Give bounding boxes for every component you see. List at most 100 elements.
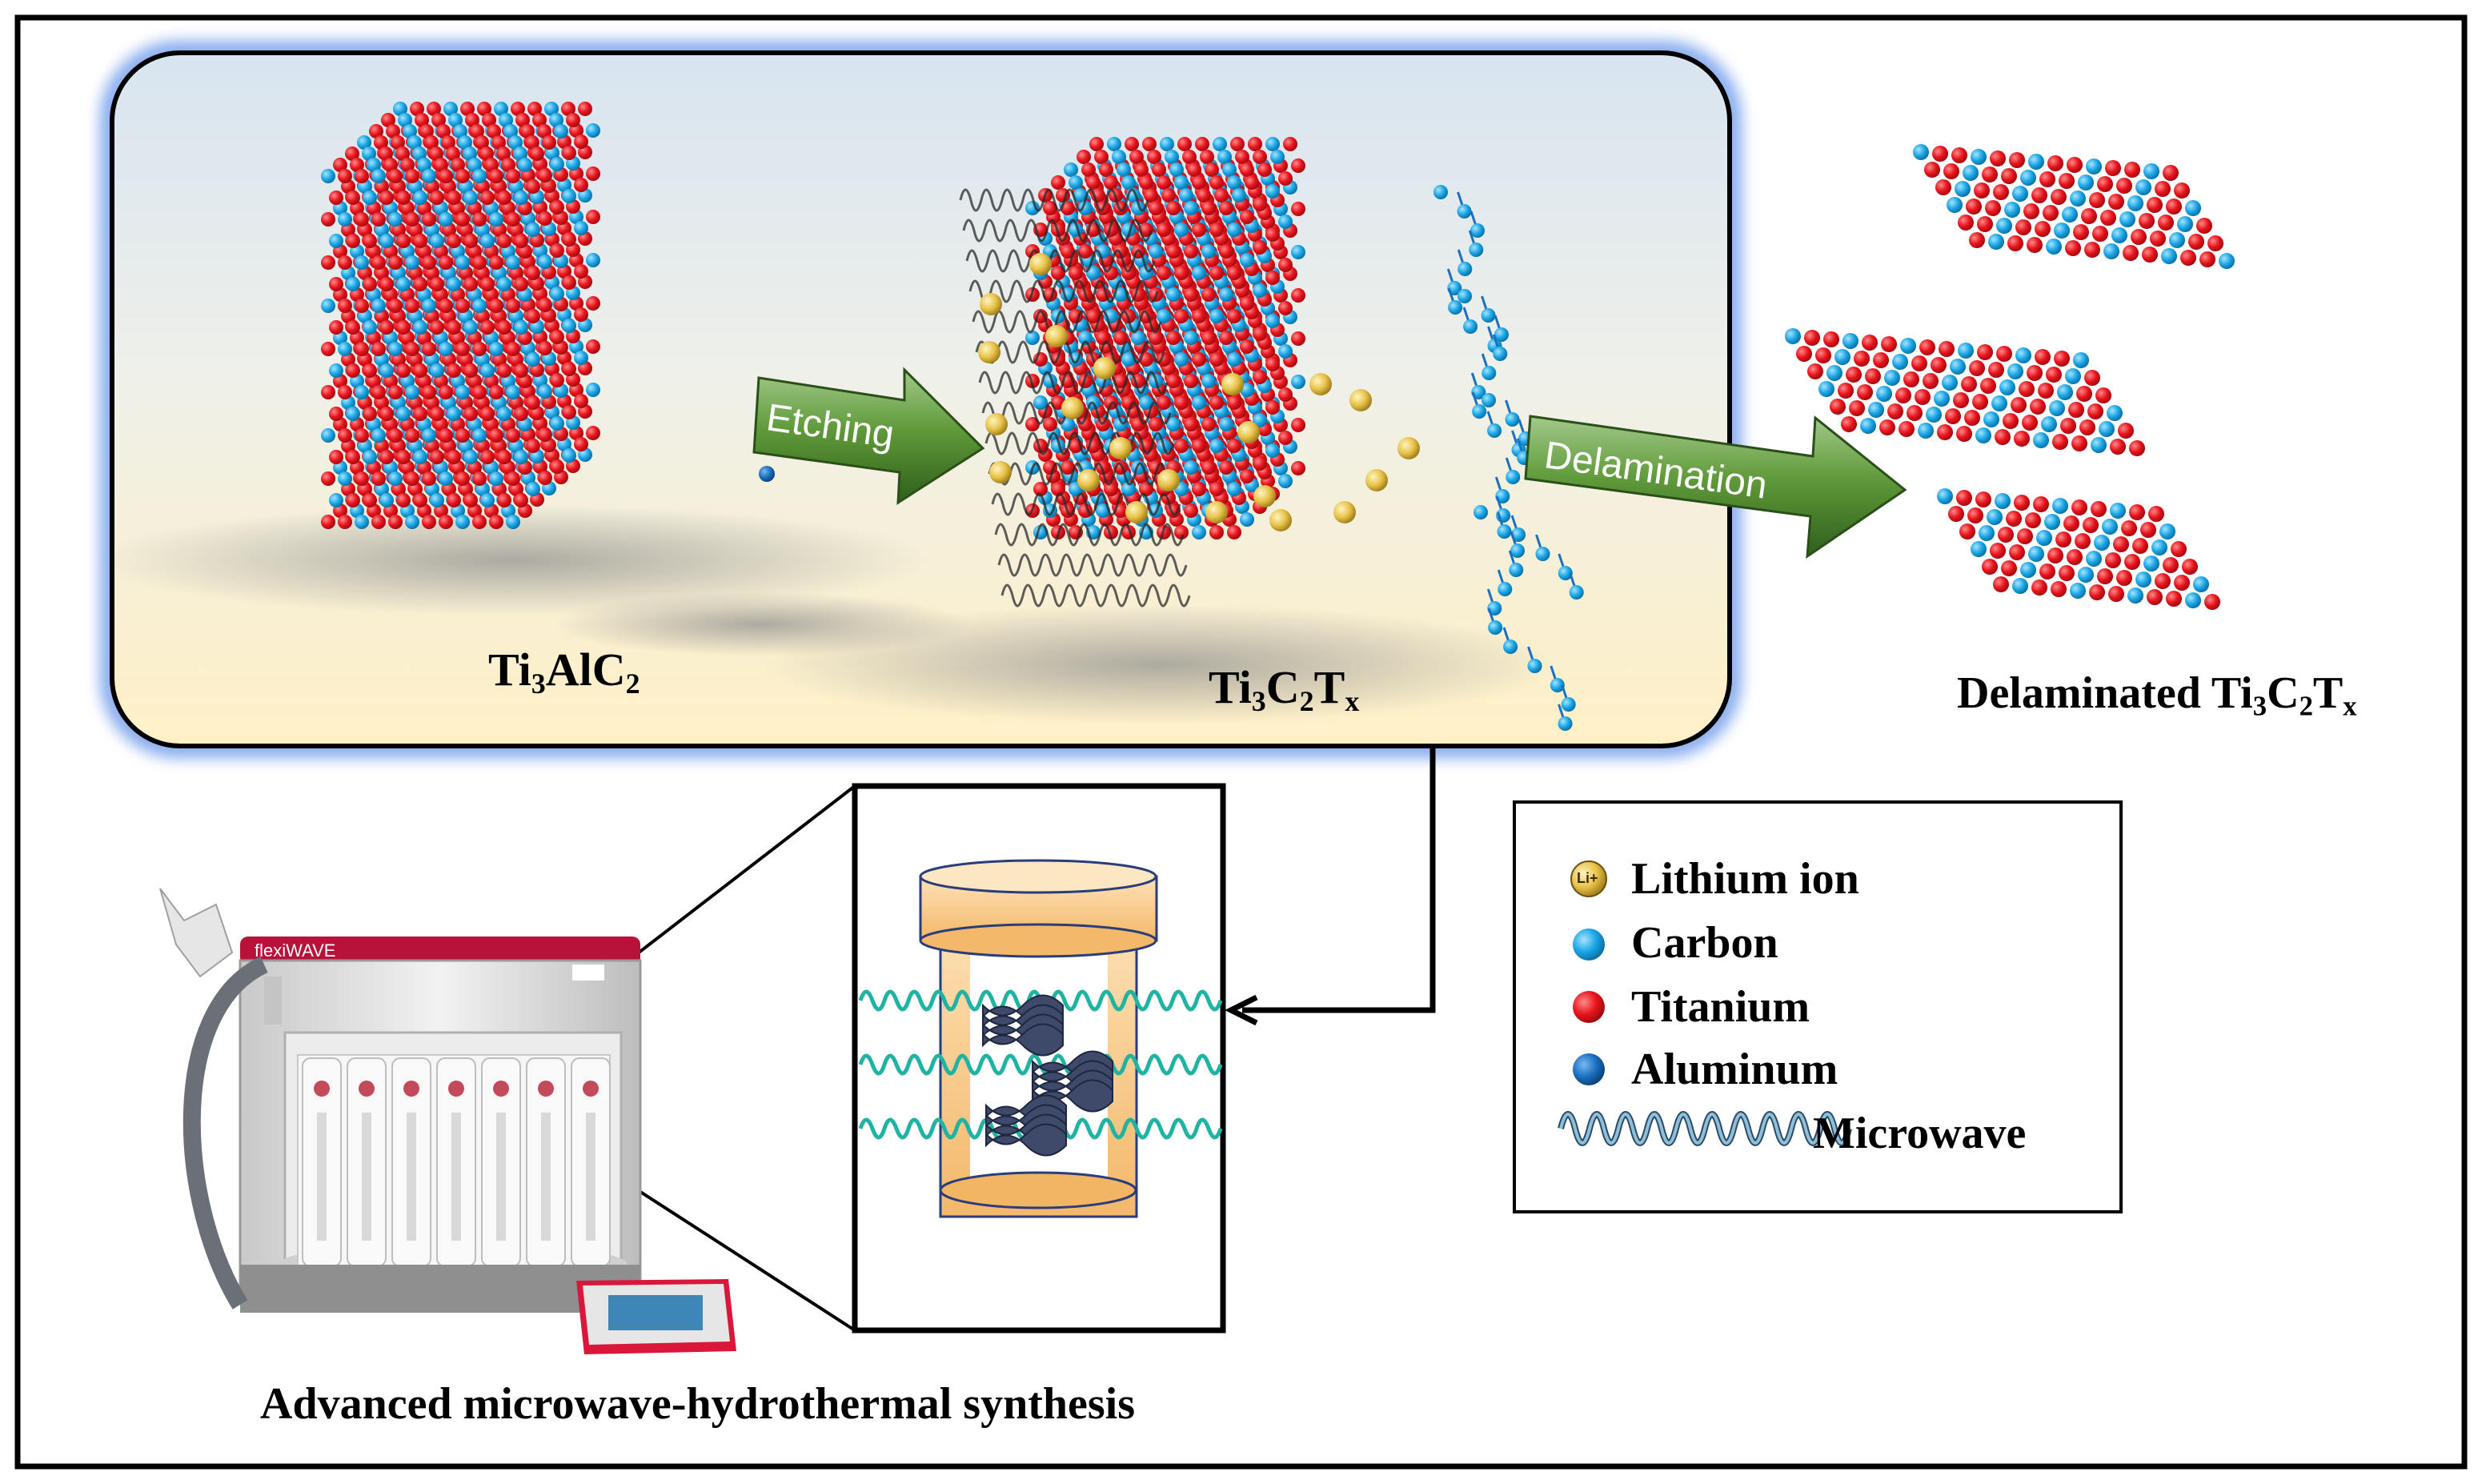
carbon-atom — [1900, 338, 1916, 354]
carbon-atom — [413, 320, 427, 335]
titanium-atom — [329, 407, 343, 421]
titanium-atom — [489, 515, 503, 529]
titanium-atom — [1166, 331, 1181, 345]
carbon-atom — [1149, 244, 1163, 259]
titanium-atom — [562, 362, 576, 376]
titanium-atom — [2124, 554, 2140, 570]
carbon-atom — [1157, 309, 1171, 323]
titanium-atom — [355, 342, 369, 356]
carbon-atom — [1988, 234, 2004, 250]
titanium-atom — [1943, 163, 1959, 179]
carbon-atom — [1227, 223, 1241, 237]
titanium-atom — [2108, 586, 2124, 602]
titanium-atom — [1061, 244, 1075, 259]
carbon-atom — [472, 299, 487, 313]
titanium-atom — [1104, 266, 1118, 280]
titanium-atom — [346, 450, 360, 464]
titanium-atom — [422, 255, 436, 270]
carbon-atom — [1550, 678, 1565, 692]
titanium-atom — [405, 471, 419, 486]
carbon-atom — [1064, 162, 1078, 177]
lithium-ion — [1029, 253, 1052, 275]
carbon-atom — [1975, 427, 1991, 443]
titanium-atom — [463, 277, 478, 291]
carbon-atom — [2177, 216, 2193, 232]
lithium-ion — [1125, 501, 1148, 523]
carbon-atom — [1482, 366, 1497, 380]
titanium-atom — [2092, 226, 2108, 242]
titanium-atom — [436, 124, 451, 138]
titanium-atom — [532, 113, 547, 127]
titanium-atom — [1134, 162, 1149, 177]
titanium-atom — [2031, 580, 2047, 596]
titanium-atom — [1915, 389, 1931, 405]
carbon-atom — [1937, 488, 1953, 504]
carbon-atom — [453, 124, 467, 138]
carbon-atom — [2219, 253, 2235, 269]
carbon-atom — [1958, 343, 1974, 359]
titanium-atom — [1201, 331, 1216, 345]
titanium-atom — [2163, 557, 2179, 573]
titanium-atom — [388, 255, 403, 270]
titanium-atom — [405, 212, 419, 227]
titanium-atom — [1993, 576, 2009, 592]
carbon-atom — [1201, 244, 1216, 259]
carbon-atom — [447, 407, 461, 421]
titanium-atom — [431, 113, 446, 127]
titanium-atom — [439, 515, 453, 529]
titanium-atom — [501, 158, 515, 172]
titanium-atom — [2207, 235, 2223, 251]
carbon-atom — [1073, 188, 1088, 203]
titanium-atom — [371, 515, 386, 529]
titanium-atom — [484, 158, 499, 172]
titanium-atom — [371, 342, 386, 356]
carbon-atom — [455, 385, 470, 399]
carbon-atom — [1892, 354, 1908, 370]
titanium-atom — [2131, 229, 2147, 245]
carbon-atom — [1113, 417, 1128, 431]
titanium-atom — [321, 255, 335, 270]
titanium-atom — [446, 146, 460, 161]
titanium-atom — [525, 135, 539, 150]
titanium-atom — [1873, 352, 1889, 368]
carbon-atom — [1219, 287, 1233, 302]
titanium-atom — [538, 168, 552, 182]
titanium-atom — [2110, 439, 2126, 455]
titanium-atom — [1838, 383, 1854, 399]
titanium-atom — [405, 169, 419, 183]
titanium-atom — [2105, 160, 2121, 176]
titanium-atom — [386, 124, 400, 138]
titanium-atom — [2019, 381, 2035, 397]
titanium-atom — [1278, 301, 1293, 315]
titanium-atom — [1975, 491, 1991, 507]
carbon-atom — [413, 191, 427, 205]
carbon-atom — [2094, 535, 2110, 551]
titanium-atom — [2075, 533, 2091, 549]
titanium-atom — [1911, 355, 1927, 371]
carbon-atom — [1926, 407, 1942, 423]
titanium-atom — [472, 515, 487, 529]
carbon-atom — [346, 277, 360, 291]
titanium-atom — [1807, 363, 1823, 379]
titanium-atom — [321, 515, 335, 529]
carbon-atom — [1117, 162, 1131, 177]
titanium-atom — [578, 102, 592, 116]
titanium-atom — [1278, 431, 1293, 445]
carbon-atom — [2185, 592, 2201, 608]
titanium-atom — [1157, 395, 1171, 410]
titanium-atom — [2030, 399, 2046, 415]
carbon-atom — [1253, 283, 1267, 298]
carbon-atom — [1240, 512, 1254, 527]
titanium-atom — [506, 428, 520, 443]
carbon-atom — [439, 471, 453, 486]
titanium-atom — [1253, 370, 1267, 384]
titanium-atom — [388, 428, 403, 443]
titanium-atom — [1931, 357, 1947, 373]
carbon-atom — [1934, 391, 1950, 407]
titanium-atom — [1099, 162, 1113, 177]
carbon-atom — [447, 277, 461, 291]
carbon-atom — [489, 471, 503, 486]
titanium-atom — [566, 113, 580, 127]
titanium-atom — [1830, 399, 1846, 415]
titanium-atom — [413, 363, 427, 378]
